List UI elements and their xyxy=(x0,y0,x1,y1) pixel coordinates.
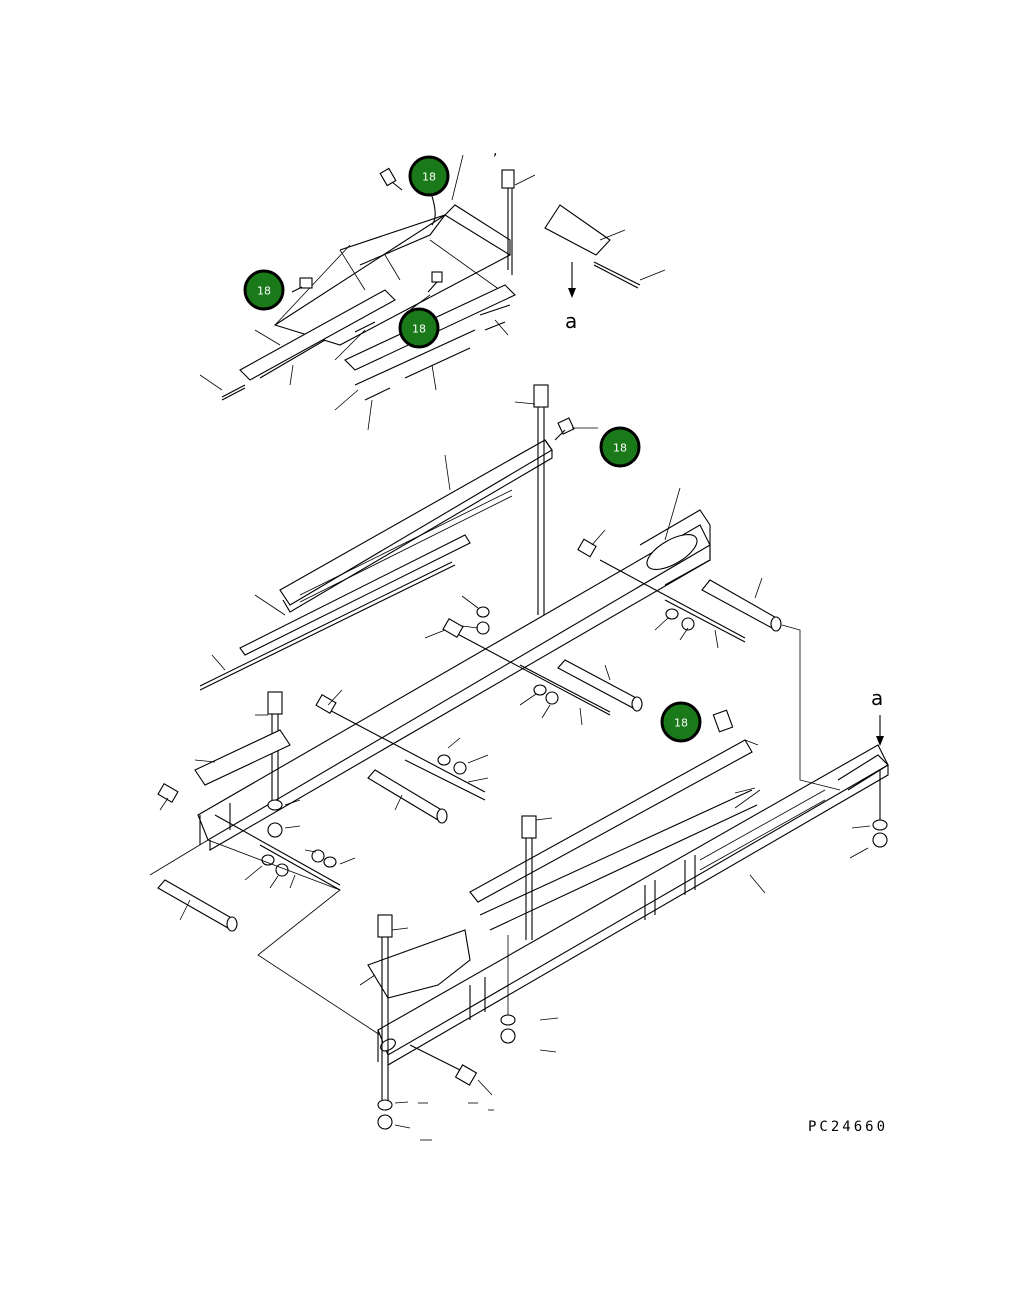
callout-18[interactable]: 18 xyxy=(599,426,641,468)
bolt-left-vertical xyxy=(267,691,283,838)
tray-rail-left xyxy=(239,289,396,381)
bolt-left-end xyxy=(157,783,179,803)
bolt-right-angled xyxy=(712,709,734,733)
bolt-tray-vertical xyxy=(501,169,515,275)
cross-tube-1 xyxy=(701,579,782,632)
stray-mark: , xyxy=(493,143,497,159)
angle-plate-left xyxy=(194,729,291,786)
main-frame-front xyxy=(359,624,889,1141)
bolt-tray-2 xyxy=(291,277,313,293)
angle-rail-lower xyxy=(239,534,471,656)
washer-left-end xyxy=(261,849,337,877)
washer-beam-3 xyxy=(437,754,467,775)
bolt-beam-1 xyxy=(577,538,597,558)
bolt-middle-small xyxy=(554,417,575,441)
front-beam xyxy=(377,744,889,1056)
cross-tube-4 xyxy=(157,879,238,932)
bolt-beam-3 xyxy=(315,694,337,714)
ref-letter-top: a xyxy=(565,309,577,333)
beam-slot xyxy=(646,534,698,570)
drawing-code: PC24660 xyxy=(808,1119,888,1135)
callout-18[interactable]: 18 xyxy=(660,701,702,743)
ref-letter-right: a xyxy=(871,686,883,710)
callout-18[interactable]: 18 xyxy=(408,155,450,197)
middle-rails xyxy=(199,384,598,691)
bolt-middle-vertical xyxy=(533,384,549,615)
main-frame-rear xyxy=(149,487,782,1036)
washer-beam-1 xyxy=(665,608,695,631)
cross-tube-2 xyxy=(557,659,643,712)
bolt-front-vertical xyxy=(500,815,537,1044)
bolt-lower-vertical xyxy=(377,914,393,1130)
callout-18[interactable]: 18 xyxy=(398,307,440,349)
bolt-lower-angled xyxy=(454,1064,478,1086)
end-plate xyxy=(367,929,471,999)
cross-tube-3 xyxy=(367,769,448,824)
angle-rail-front xyxy=(469,739,753,903)
upper-tray-assembly xyxy=(199,154,666,431)
bolt-beam-2 xyxy=(442,618,464,638)
bolt-tray-3 xyxy=(427,271,443,293)
callout-18[interactable]: 18 xyxy=(243,269,285,311)
cover-plate xyxy=(544,204,611,256)
bolt-tray-1 xyxy=(379,167,403,191)
rear-beam xyxy=(197,524,711,841)
